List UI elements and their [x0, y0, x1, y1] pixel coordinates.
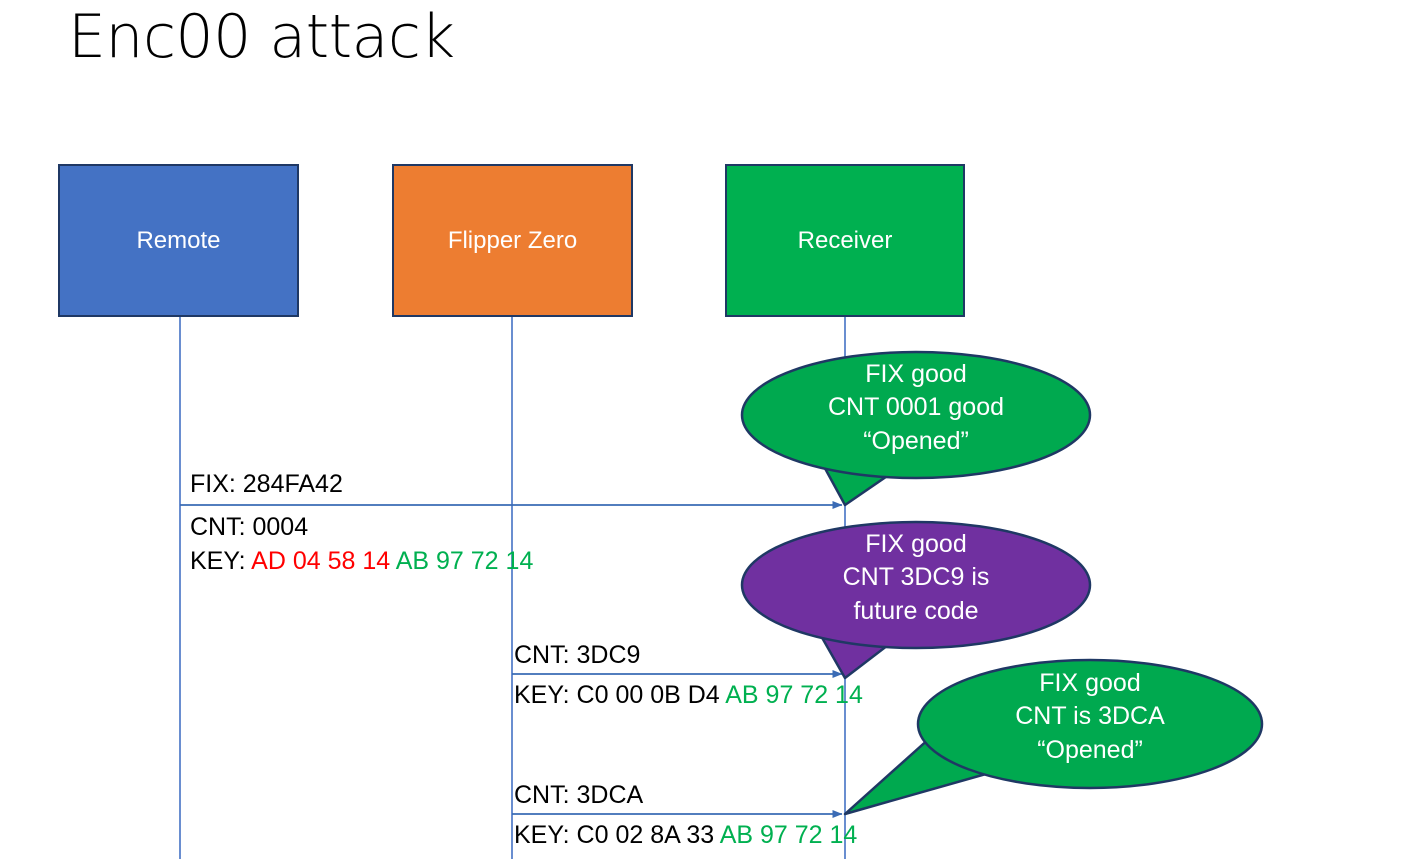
callout-1-line1: FIX good	[865, 360, 967, 388]
message-3-key-label: KEY: C0 02 8A 33	[514, 821, 720, 849]
callout-2-line3: future code	[853, 596, 979, 625]
message-2-line1: CNT: 3DC9	[514, 641, 641, 669]
message-2-key-green: AB 97 72 14	[725, 681, 863, 709]
callout-3-line1: FIX good	[1039, 669, 1141, 697]
message-2-key-label: KEY: C0 00 0B D4	[514, 681, 726, 709]
actor-box-receiver[interactable]: Receiver	[725, 164, 965, 317]
message-3-key: KEY: C0 02 8A 33 AB 97 72 14	[514, 821, 857, 849]
actor-box-flipper-zero[interactable]: Flipper Zero	[392, 164, 633, 317]
message-3-key-green: AB 97 72 14	[719, 821, 858, 849]
message-1-line1: FIX: 284FA42	[190, 470, 343, 498]
callout-3-line3: “Opened”	[1037, 735, 1143, 764]
message-1-key-red: AD 04 58 14	[251, 547, 396, 575]
callout-2-line2: CNT 3DC9 is	[842, 563, 990, 592]
callout-2-text: FIX good CNT 3DC9 is future code	[742, 528, 1090, 628]
callout-2-line1: FIX good	[865, 530, 967, 558]
actor-label-flipper-zero: Flipper Zero	[447, 226, 578, 254]
actor-label-receiver: Receiver	[797, 226, 893, 254]
message-1-key-label: KEY:	[190, 547, 252, 575]
message-1-key: KEY: AD 04 58 14 AB 97 72 14	[190, 547, 533, 575]
message-1-key-green: AB 97 72 14	[395, 547, 534, 575]
message-2-key: KEY: C0 00 0B D4 AB 97 72 14	[514, 681, 863, 709]
callout-3-line2: CNT is 3DCA	[1015, 702, 1165, 731]
callout-3-text: FIX good CNT is 3DCA “Opened”	[918, 667, 1262, 767]
message-1-line2: CNT: 0004	[190, 513, 309, 541]
page-title: Enc00 attack	[68, 2, 455, 72]
actor-box-remote[interactable]: Remote	[58, 164, 299, 317]
callout-1-text: FIX good CNT 0001 good “Opened”	[742, 358, 1090, 458]
callout-1-line2: CNT 0001 good	[827, 393, 1005, 422]
actor-label-remote: Remote	[136, 226, 221, 254]
callout-1-line3: “Opened”	[863, 426, 969, 455]
message-3-line1: CNT: 3DCA	[514, 781, 644, 809]
